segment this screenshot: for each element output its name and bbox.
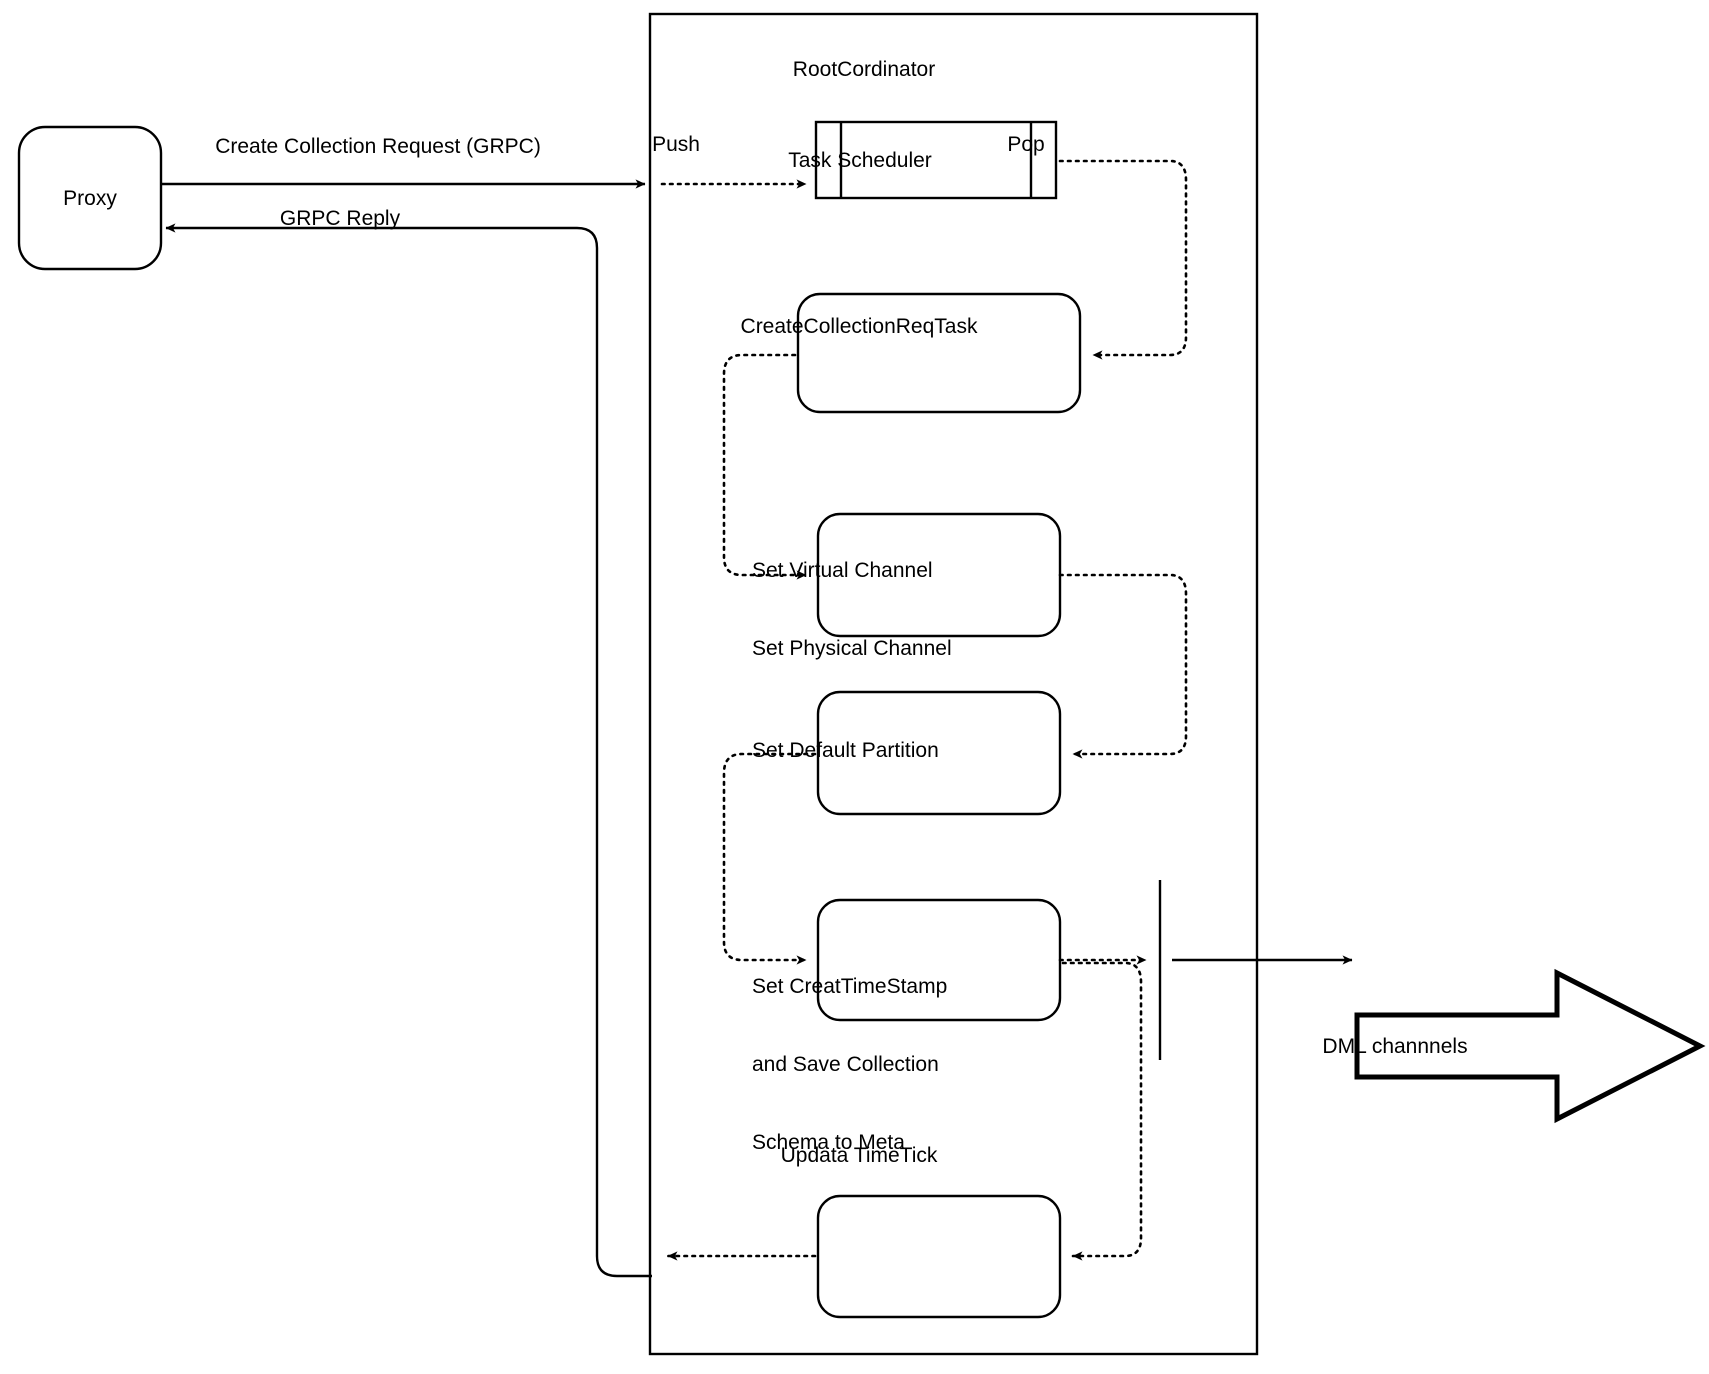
node-set-default-partition-label: Set Default Partition [752,739,939,762]
edge-createtimestamp-to-dml [1058,880,1353,1060]
node-proxy-label: Proxy [63,187,117,210]
node-set-createtimestamp-label-line3: Schema to Meta [752,1131,905,1154]
node-set-default-partition-shape[interactable] [816,690,1062,816]
edge-set-channels-to-default-partition [1058,573,1188,759]
node-dml-channnels-label: DML channnels [1322,1035,1468,1058]
edge-create-task-to-set-channels [722,353,808,580]
node-set-channels-label: Set Virtual Channel Set Physical Channel [752,506,982,714]
node-task-scheduler-shape[interactable] [814,120,1058,200]
node-create-collection-req-task-label: CreateCollectionReqTask [740,315,978,338]
node-set-channels-label-line1: Set Virtual Channel [752,559,933,582]
edge-label-pop: Pop [1007,133,1045,156]
edge-label-grpc-reply: GRPC Reply [279,207,401,230]
node-set-createtimestamp-label-line2: and Save Collection [752,1053,939,1076]
node-set-createtimestamp-label: Set CreatTimeStamp and Save Collection S… [752,922,982,1208]
rootcordinator-title: RootCordinator [792,58,936,81]
edge-default-partition-to-createtimestamp [722,752,817,965]
node-updata-timetick-shape[interactable] [816,1194,1062,1319]
node-updata-timetick-label: Updata TimeTick [780,1144,938,1167]
edge-label-push: Push [652,133,700,156]
node-set-channels-label-line2: Set Physical Channel [752,637,952,660]
edge-label-create-collection-request: Create Collection Request (GRPC) [215,135,541,158]
node-dml-channnels-shape[interactable] [1354,968,1706,1124]
node-proxy-shape[interactable] [17,125,163,271]
node-create-collection-req-task-shape[interactable] [796,292,1082,414]
edge-pop [1058,159,1188,360]
edge-grpc-reply [165,223,652,1278]
node-set-createtimestamp-label-line1: Set CreatTimeStamp [752,975,948,998]
edge-createtimestamp-to-updata-timetick [1061,961,1143,1261]
node-task-scheduler-label: Task Scheduler [788,149,932,172]
rootcordinator-container [648,12,1259,1356]
